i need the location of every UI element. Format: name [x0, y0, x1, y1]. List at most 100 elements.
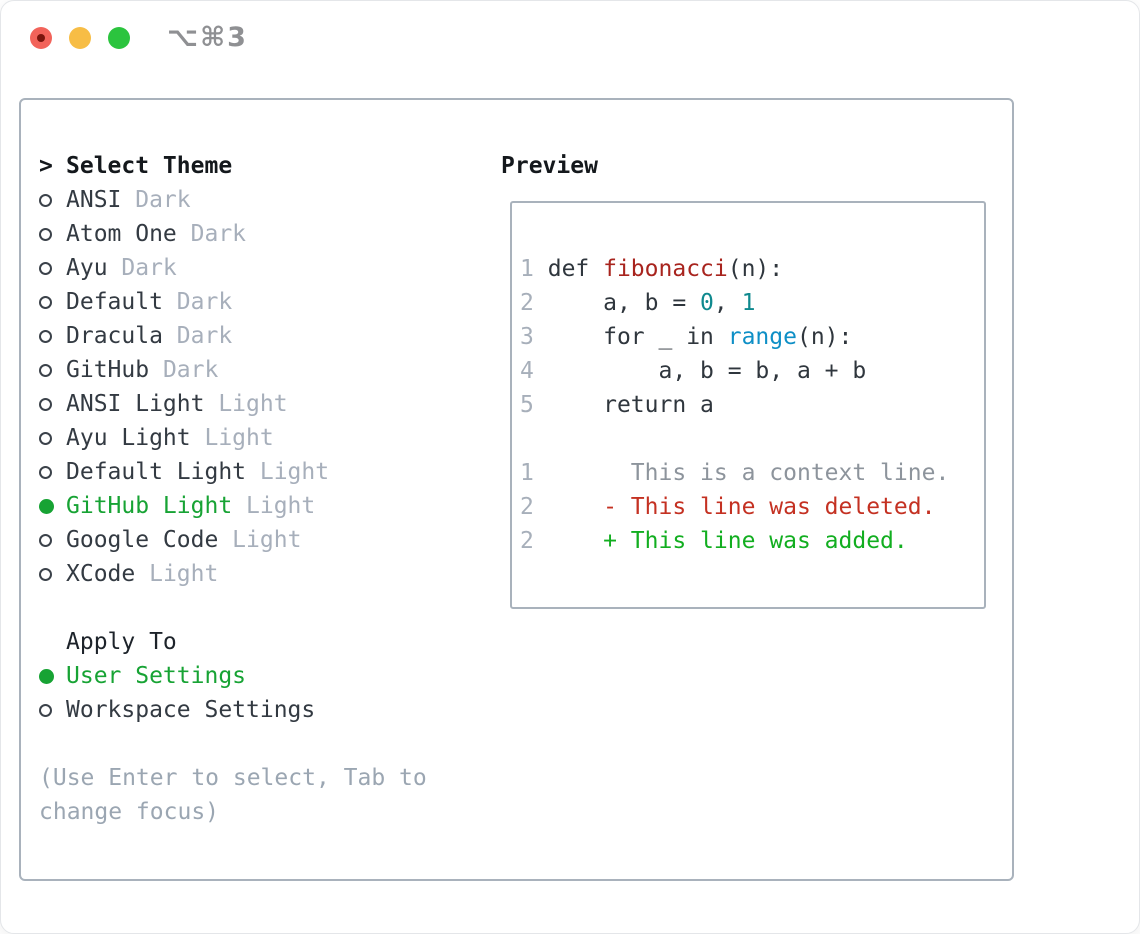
apply-label: Workspace Settings [66, 697, 316, 723]
traffic-light-minimize[interactable] [69, 27, 91, 49]
radio-icon [39, 567, 52, 581]
apply-option[interactable]: User Settings [39, 659, 427, 693]
theme-label: Dracula [66, 323, 163, 349]
gutter [39, 498, 66, 514]
theme-variant-tag: Light [135, 561, 219, 587]
line-number: 4 [520, 358, 534, 384]
diff-line-added: 2 + This line was added. [520, 524, 984, 558]
line-number: 5 [520, 392, 534, 418]
code-token: a, b = b, a + b [547, 358, 867, 384]
select-theme-title: Select Theme [66, 153, 233, 179]
theme-option[interactable]: Default Light Light [39, 455, 427, 489]
select-theme-header: > Select Theme [39, 149, 427, 183]
code-line: 1 def fibonacci(n): [520, 252, 984, 286]
code-token: range [727, 324, 797, 350]
code-token: (n): [727, 256, 784, 282]
radio-icon [39, 397, 52, 411]
radio-icon [39, 193, 52, 207]
line-number: 1 [520, 460, 534, 486]
titlebar: ⌥⌘3 [1, 1, 1139, 76]
theme-option[interactable]: Dracula Dark [39, 319, 427, 353]
radio-icon [39, 703, 52, 717]
gutter [39, 261, 66, 275]
theme-option[interactable]: Ayu Light Light [39, 421, 427, 455]
theme-label: Ayu [66, 255, 108, 281]
theme-option[interactable]: ANSI Dark [39, 183, 427, 217]
code-token: (n): [796, 324, 853, 350]
code-line: 5 return a [520, 388, 984, 422]
gutter [39, 397, 66, 411]
code-token: 0 [700, 290, 714, 316]
line-number: 3 [520, 324, 534, 350]
theme-variant-tag: Light [190, 425, 274, 451]
gutter [39, 703, 66, 717]
theme-option[interactable]: Default Dark [39, 285, 427, 319]
code-token: a, b = [547, 290, 701, 316]
radio-icon [39, 261, 52, 275]
radio-icon [39, 431, 52, 445]
radio-icon [39, 465, 52, 479]
theme-label: GitHub [66, 357, 150, 383]
help-line-1: (Use Enter to select, Tab to [39, 765, 427, 791]
help-text: (Use Enter to select, Tab to change focu… [39, 761, 427, 829]
theme-variant-tag: Light [204, 391, 288, 417]
theme-option[interactable]: Ayu Dark [39, 251, 427, 285]
theme-variant-tag: Dark [176, 221, 247, 247]
theme-option[interactable]: GitHub Light Light [39, 489, 427, 523]
theme-option[interactable]: GitHub Dark [39, 353, 427, 387]
code-token: fibonacci [603, 256, 728, 282]
code-token: for _ in [547, 324, 728, 350]
preview-title: Preview [501, 153, 598, 179]
radio-icon [39, 533, 52, 547]
code-token: 1 [741, 290, 756, 316]
blank-line [520, 422, 984, 456]
theme-variant-tag: Dark [121, 187, 191, 213]
theme-label: Default [66, 289, 163, 315]
preview-box: 1 def fibonacci(n): 2 a, b = 0, 1 3 for _ … [510, 201, 986, 609]
diff-text: - This line was deleted. [603, 494, 936, 520]
radio-selected-icon [39, 498, 54, 514]
radio-icon [39, 227, 52, 241]
code-preview: 1 def fibonacci(n): 2 a, b = 0, 1 3 for _ … [520, 252, 984, 422]
theme-option[interactable]: Atom One Dark [39, 217, 427, 251]
line-number: 2 [520, 290, 534, 316]
traffic-lights [30, 27, 130, 49]
theme-label: ANSI Light [66, 391, 205, 417]
gutter [39, 567, 66, 581]
diff-text: This is a context line. [603, 460, 950, 486]
theme-label: XCode [66, 561, 136, 587]
gutter [39, 533, 66, 547]
gutter [39, 295, 66, 309]
gutter [39, 363, 66, 377]
theme-variant-tag: Dark [149, 357, 219, 383]
theme-option[interactable]: Google Code Light [39, 523, 427, 557]
spacer [39, 727, 427, 761]
apply-option[interactable]: Workspace Settings [39, 693, 427, 727]
help-line-2: change focus) [39, 799, 220, 825]
diff-preview: 1 This is a context line. 2 - This line w… [520, 456, 984, 558]
theme-variant-tag: Dark [162, 289, 233, 315]
theme-option[interactable]: ANSI Light Light [39, 387, 427, 421]
theme-option[interactable]: XCode Light [39, 557, 427, 591]
line-number: 2 [520, 494, 534, 520]
diff-line-context: 1 This is a context line. [520, 456, 984, 490]
theme-variant-tag: Light [218, 527, 302, 553]
diff-text: + This line was added. [603, 528, 908, 554]
traffic-light-close[interactable] [30, 27, 52, 49]
line-number: 1 [520, 256, 534, 282]
gutter [39, 465, 66, 479]
theme-variant-tag: Dark [162, 323, 233, 349]
window-shortcut-title: ⌥⌘3 [167, 22, 248, 53]
theme-label: Atom One [66, 221, 177, 247]
theme-variant-tag: Light [246, 459, 330, 485]
theme-label: Ayu Light [66, 425, 191, 451]
traffic-light-zoom[interactable] [108, 27, 130, 49]
code-token: return a [547, 392, 714, 418]
theme-label: Google Code [66, 527, 219, 553]
gutter [39, 668, 66, 684]
cursor-icon: > [39, 153, 53, 179]
code-token: , [713, 290, 742, 316]
